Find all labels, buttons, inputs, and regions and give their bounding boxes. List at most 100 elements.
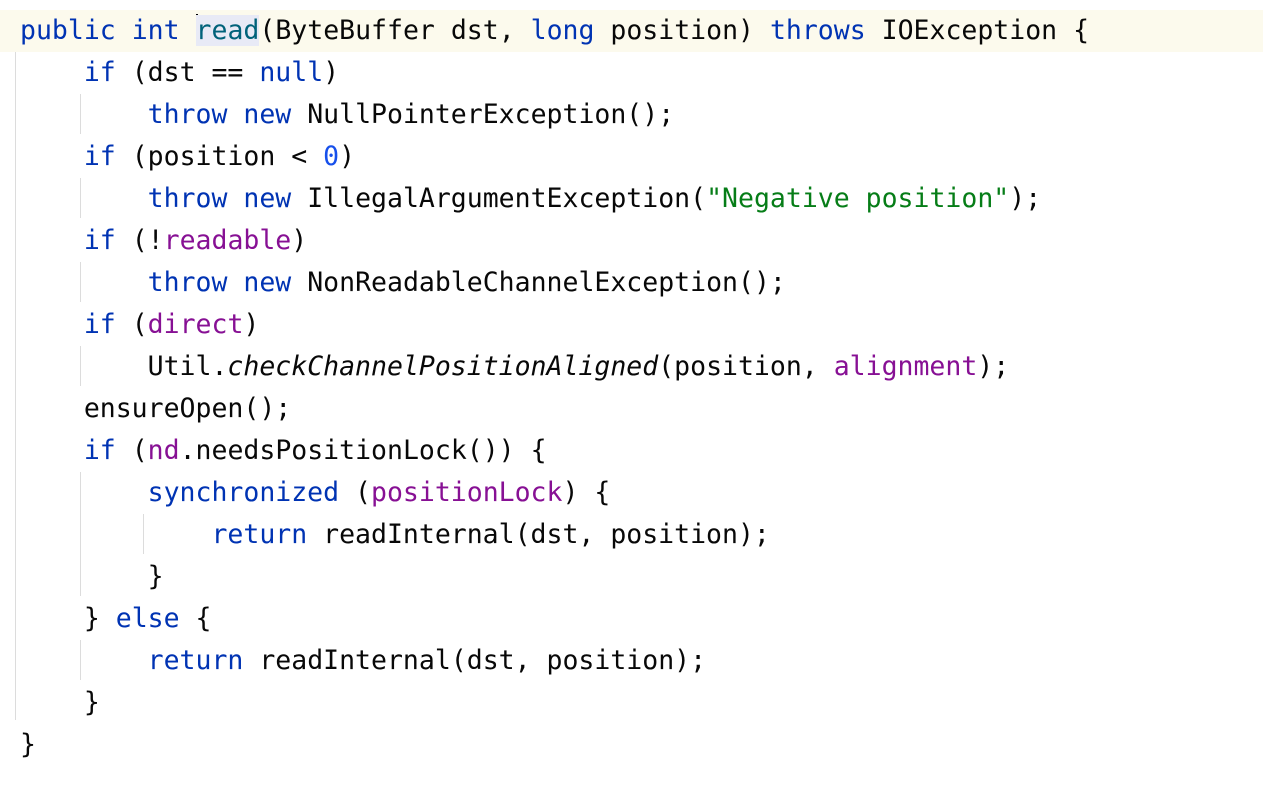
code-line[interactable]: } else { bbox=[0, 598, 1263, 640]
code-token: if bbox=[83, 309, 116, 340]
code-token: (ByteBuffer dst, bbox=[259, 15, 531, 46]
code-line[interactable]: throw new NullPointerException(); bbox=[0, 94, 1263, 136]
indent-guide bbox=[80, 640, 81, 680]
code-token: return bbox=[147, 645, 244, 676]
indent-guide bbox=[80, 472, 81, 596]
code-token bbox=[116, 15, 132, 46]
code-token bbox=[20, 309, 84, 340]
indent-guide bbox=[143, 514, 144, 554]
code-token bbox=[227, 183, 243, 214]
code-token: (position, bbox=[658, 351, 834, 382]
code-line[interactable]: synchronized (positionLock) { bbox=[0, 472, 1263, 514]
code-token: null bbox=[259, 57, 324, 88]
code-line-text: if (direct) bbox=[20, 304, 260, 346]
code-line[interactable]: if (dst == null) bbox=[0, 52, 1263, 94]
code-token: int bbox=[131, 15, 180, 46]
code-token: positionLock bbox=[371, 477, 563, 508]
code-token: synchronized bbox=[147, 477, 340, 508]
code-token: } bbox=[20, 561, 164, 592]
code-line-text: if (position < 0) bbox=[20, 136, 355, 178]
code-line-text: public int read(ByteBuffer dst, long pos… bbox=[20, 10, 1089, 52]
code-line[interactable]: public int read(ByteBuffer dst, long pos… bbox=[0, 10, 1263, 52]
code-token: else bbox=[115, 603, 180, 634]
code-token: new bbox=[243, 99, 292, 130]
code-line-text: throw new IllegalArgumentException("Nega… bbox=[20, 178, 1042, 220]
code-line-text: throw new NonReadableChannelException(); bbox=[20, 262, 786, 304]
code-token bbox=[20, 645, 148, 676]
code-token: ); bbox=[977, 351, 1010, 382]
code-line-text: if (!readable) bbox=[20, 220, 307, 262]
code-token: ( bbox=[339, 477, 372, 508]
code-token: NullPointerException(); bbox=[291, 99, 675, 130]
code-token bbox=[227, 267, 243, 298]
code-token: throws bbox=[769, 15, 866, 46]
code-token: IllegalArgumentException( bbox=[291, 183, 707, 214]
code-token: .needsPositionLock()) { bbox=[179, 435, 547, 466]
code-line-text: Util.checkChannelPositionAligned(positio… bbox=[20, 346, 1010, 388]
code-line[interactable]: return readInternal(dst, position); bbox=[0, 514, 1263, 556]
code-token: (! bbox=[115, 225, 164, 256]
code-line-text: } bbox=[20, 682, 100, 724]
code-token: } bbox=[20, 603, 116, 634]
code-line-text: } bbox=[20, 556, 164, 598]
code-line-text: } else { bbox=[20, 598, 212, 640]
code-token: (dst == bbox=[115, 57, 260, 88]
code-token: nd bbox=[147, 435, 180, 466]
indent-guide bbox=[80, 262, 81, 302]
code-token: ) bbox=[291, 225, 308, 256]
code-token: ( bbox=[115, 309, 148, 340]
code-token bbox=[20, 435, 84, 466]
code-token: new bbox=[243, 267, 292, 298]
code-token: throw bbox=[147, 183, 228, 214]
code-line-text: throw new NullPointerException(); bbox=[20, 94, 675, 136]
code-line-text: synchronized (positionLock) { bbox=[20, 472, 611, 514]
code-token bbox=[20, 519, 211, 550]
code-token: readInternal(dst, position); bbox=[307, 519, 770, 550]
code-token: } bbox=[20, 729, 36, 760]
code-token: position) bbox=[594, 15, 770, 46]
code-token: ) bbox=[323, 57, 340, 88]
code-line[interactable]: } bbox=[0, 724, 1263, 766]
code-token: 0 bbox=[323, 141, 340, 172]
code-line[interactable]: throw new IllegalArgumentException("Nega… bbox=[0, 178, 1263, 220]
code-token: (position < bbox=[115, 141, 324, 172]
code-line[interactable]: throw new NonReadableChannelException(); bbox=[0, 262, 1263, 304]
code-line[interactable]: Util.checkChannelPositionAligned(positio… bbox=[0, 346, 1263, 388]
code-line[interactable]: if (!readable) bbox=[0, 220, 1263, 262]
code-token: long bbox=[530, 15, 595, 46]
code-token: public bbox=[20, 15, 116, 46]
code-token: ); bbox=[1009, 183, 1042, 214]
code-line[interactable]: if (position < 0) bbox=[0, 136, 1263, 178]
code-line[interactable]: } bbox=[0, 556, 1263, 598]
code-token bbox=[20, 183, 148, 214]
code-token: readable bbox=[163, 225, 292, 256]
code-line[interactable]: ensureOpen(); bbox=[0, 388, 1263, 430]
code-token: read bbox=[195, 15, 260, 46]
code-token: "Negative position" bbox=[706, 183, 1010, 214]
indent-guide bbox=[80, 346, 81, 386]
code-line-text: ensureOpen(); bbox=[20, 388, 291, 430]
code-token: ) bbox=[243, 309, 260, 340]
code-line-text: } bbox=[20, 724, 36, 766]
indent-guide bbox=[15, 52, 16, 720]
code-token bbox=[20, 477, 148, 508]
code-token bbox=[227, 99, 243, 130]
code-line[interactable]: } bbox=[0, 682, 1263, 724]
code-token: ensureOpen(); bbox=[20, 393, 292, 424]
code-token bbox=[180, 15, 196, 46]
indent-guide bbox=[80, 178, 81, 218]
code-token: if bbox=[83, 141, 116, 172]
code-token bbox=[20, 141, 84, 172]
code-token bbox=[20, 225, 84, 256]
code-line[interactable]: return readInternal(dst, position); bbox=[0, 640, 1263, 682]
code-token: { bbox=[179, 603, 212, 634]
code-line[interactable]: if (nd.needsPositionLock()) { bbox=[0, 430, 1263, 472]
code-line-text: return readInternal(dst, position); bbox=[20, 640, 706, 682]
code-token bbox=[20, 57, 84, 88]
code-token: readInternal(dst, position); bbox=[243, 645, 707, 676]
code-token: Util. bbox=[20, 351, 228, 382]
code-line[interactable]: if (direct) bbox=[0, 304, 1263, 346]
code-token: direct bbox=[147, 309, 244, 340]
code-token: new bbox=[243, 183, 292, 214]
